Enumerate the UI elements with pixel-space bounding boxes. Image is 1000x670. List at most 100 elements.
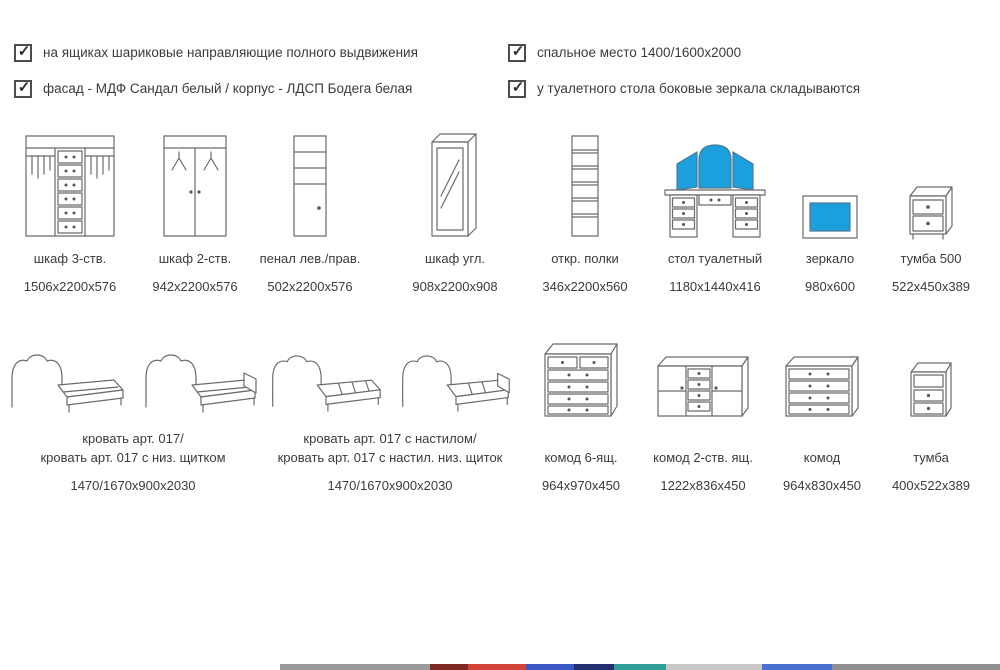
checkbox-icon: ✓ (14, 44, 32, 62)
strip-segment (832, 664, 1000, 670)
catalog-item-nightstand: тумба 400х522х389 (880, 330, 982, 495)
catalog-item-wardrobe-3-door: шкаф 3-ств. 1506х2200х576 (14, 126, 126, 296)
item-name: шкаф угл. (424, 251, 486, 266)
feature-item-facade: ✓ фасад - МДФ Сандал белый / корпус - ЛД… (14, 80, 412, 98)
checkbox-icon: ✓ (508, 80, 526, 98)
item-dims: 1470/1670х900х2030 (70, 478, 196, 493)
mirror-drawing (802, 195, 858, 239)
item-name: стол туалетный (667, 251, 763, 266)
catalog-item-chest: комод 964х830х450 (766, 330, 878, 495)
chest-drawing (785, 356, 859, 417)
catalog-item-mirror: зеркало 980х600 (776, 126, 884, 296)
item-dims: 1180х1440х416 (669, 279, 761, 294)
checkbox-icon: ✓ (14, 80, 32, 98)
strip-segment (614, 664, 666, 670)
pencil-cabinet-drawing (293, 135, 327, 237)
feature-item-drawers: ✓ на ящиках шариковые направляющие полно… (14, 44, 418, 62)
item-name: комод (803, 450, 841, 465)
mirror-glass (732, 150, 754, 191)
catalog-item-bed-017-deck: кровать арт. 017 с настилом/ кровать арт… (264, 330, 516, 495)
open-shelves-drawing (571, 135, 599, 237)
item-name: кровать арт. 017/ (82, 431, 184, 446)
item-art (2, 330, 264, 422)
catalog-item-chest-6-drawers: комод 6-ящ. 964х970х450 (522, 330, 640, 495)
item-dims: 980х600 (805, 279, 855, 294)
item-dims: 346х2200х560 (542, 279, 628, 294)
strip-segment (666, 664, 762, 670)
item-art (396, 126, 514, 242)
checkbox-icon: ✓ (508, 44, 526, 62)
item-dims: 400х522х389 (891, 478, 971, 493)
bottom-strip (280, 664, 1000, 670)
item-dims: 964х830х450 (782, 478, 862, 493)
corner-wardrobe-drawing (431, 133, 477, 237)
item-art (254, 126, 366, 242)
item-dims: 964х970х450 (541, 478, 621, 493)
item-art (14, 126, 126, 242)
bed-with-deck-footboard-drawing (402, 355, 510, 412)
item-art (776, 126, 884, 242)
item-name: откр. полки (551, 251, 619, 266)
item-name: пенал лев./прав. (259, 251, 361, 266)
catalog-item-pencil-cabinet: пенал лев./прав. 502х2200х576 (254, 126, 366, 296)
chest-6-drawers-drawing (544, 343, 618, 417)
wardrobe-2-door-drawing (163, 135, 227, 237)
strip-segment (430, 664, 468, 670)
feature-text: фасад - МДФ Сандал белый / корпус - ЛДСП… (43, 81, 413, 96)
item-dims: 908х2200х908 (412, 279, 498, 294)
check-icon: ✓ (17, 42, 31, 60)
catalog-item-wardrobe-2-door: шкаф 2-ств. 942х2200х576 (138, 126, 252, 296)
item-art (522, 330, 640, 422)
strip-segment (762, 664, 832, 670)
item-art (766, 330, 878, 422)
feature-item-bed-size: ✓ спальное место 1400/1600х2000 (508, 44, 741, 62)
mirror-glass (676, 150, 698, 191)
item-name: зеркало (805, 251, 855, 266)
item-dims: 502х2200х576 (267, 279, 353, 294)
strip-segment (468, 664, 526, 670)
mirror-glass (809, 202, 851, 232)
feature-text: на ящиках шариковые направляющие полного… (43, 45, 418, 60)
strip-segment (574, 664, 614, 670)
wardrobe-3-door-drawing (25, 135, 115, 237)
item-dims: 942х2200х576 (152, 279, 238, 294)
item-name: кровать арт. 017 с низ. щитком (40, 450, 226, 465)
check-icon: ✓ (511, 78, 525, 96)
mirror-glass (698, 144, 732, 189)
catalog-item-nightstand-500: тумба 500 522х450х389 (878, 126, 984, 296)
item-name: кровать арт. 017 с настил. низ. щиток (277, 450, 503, 465)
item-dims: 1506х2200х576 (23, 279, 117, 294)
bed-with-deck-drawing (272, 355, 381, 412)
chest-2-doors-drawing (657, 356, 749, 417)
item-dims: 1222х836х450 (660, 478, 746, 493)
check-icon: ✓ (511, 42, 525, 60)
catalog-item-chest-2-doors: комод 2-ств. ящ. 1222х836х450 (642, 330, 764, 495)
item-dims: 522х450х389 (891, 279, 971, 294)
strip-segment (280, 664, 430, 670)
item-name: комод 6-ящ. (544, 450, 618, 465)
item-name: кровать арт. 017 с настилом/ (303, 431, 477, 446)
feature-text: спальное место 1400/1600х2000 (537, 45, 742, 60)
item-name: тумба (913, 450, 949, 465)
strip-segment (526, 664, 574, 670)
catalog-item-dressing-table: стол туалетный 1180х1440х416 (648, 126, 782, 296)
item-art (138, 126, 252, 242)
item-art (878, 126, 984, 242)
item-name: шкаф 3-ств. (33, 251, 107, 266)
item-art (648, 126, 782, 242)
item-art (264, 330, 516, 422)
item-name: комод 2-ств. ящ. (653, 450, 753, 465)
feature-item-mirrors-fold: ✓ у туалетного стола боковые зеркала скл… (508, 80, 860, 98)
catalog-item-open-shelves: откр. полки 346х2200х560 (528, 126, 642, 296)
nightstand-drawing (910, 362, 952, 417)
item-art (528, 126, 642, 242)
item-name: шкаф 2-ств. (158, 251, 232, 266)
catalog-item-corner-wardrobe: шкаф угл. 908х2200х908 (396, 126, 514, 296)
dressing-table-drawing (664, 144, 766, 238)
item-art (880, 330, 982, 422)
item-dims: 1470/1670х900х2030 (327, 478, 453, 493)
check-icon: ✓ (17, 78, 31, 96)
nightstand-500-drawing (909, 186, 953, 240)
bed-with-footboard-drawing (145, 354, 257, 413)
